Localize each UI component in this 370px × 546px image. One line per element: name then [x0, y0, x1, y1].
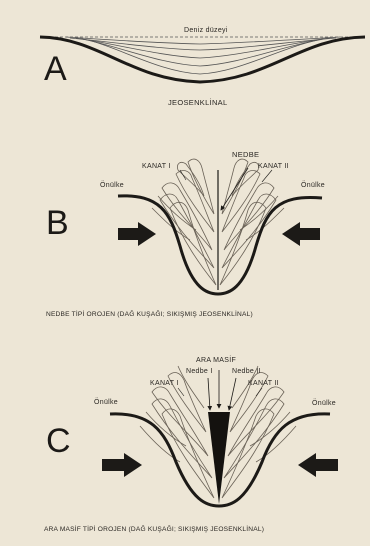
- panel-b-caption: NEDBE TİPİ OROJEN (DAĞ KUŞAĞI; SIKIŞMIŞ …: [46, 311, 253, 318]
- suture-pointer: [221, 168, 248, 210]
- compression-arrow-left-c: [102, 453, 142, 477]
- panel-b-letter: B: [46, 206, 69, 240]
- panel-a-letter: A: [44, 52, 67, 86]
- panel-c-median-mass-orogen: [102, 366, 338, 506]
- panel-c-caption: ARA MASİF TİPİ OROJEN (DAĞ KUŞAĞI; SIKIŞ…: [44, 526, 264, 533]
- panel-b-suture-orogen: [118, 159, 322, 294]
- limb-2-pointer-c: [256, 388, 262, 396]
- compression-arrow-right-c: [298, 453, 338, 477]
- suture-2-pointer: [229, 378, 236, 410]
- sediment-layer-1: [88, 40, 318, 74]
- fold-pattern-left: [152, 159, 216, 285]
- foreland-left-label-c: Önülke: [94, 399, 118, 406]
- median-mass-label: ARA MASİF: [196, 357, 236, 364]
- limb-2-label-c: KANAT II: [248, 380, 279, 387]
- panel-a-caption: JEOSENKLİNAL: [168, 98, 227, 107]
- suture-2-label: Nedbe II: [232, 368, 261, 375]
- suture-1-label: Nedbe I: [186, 368, 213, 375]
- panel-c-letter: C: [46, 424, 71, 458]
- foreland-left-label: Önülke: [100, 182, 124, 189]
- orogen-outline: [118, 196, 322, 294]
- suture-1-pointer: [208, 378, 210, 410]
- compression-arrow-right: [282, 222, 320, 246]
- foreland-right-label: Önülke: [301, 182, 325, 189]
- median-mass-wedge: [208, 412, 230, 504]
- sea-level-label: Deniz düzeyi: [184, 27, 228, 34]
- limb-1-label: KANAT I: [142, 163, 171, 170]
- limb-2-pointer: [262, 170, 272, 182]
- compression-arrow-left: [118, 222, 156, 246]
- limb-1-label-c: KANAT I: [150, 380, 179, 387]
- suture-label: NEDBE: [232, 150, 259, 159]
- limb-2-label: KANAT II: [258, 163, 289, 170]
- limb-1-pointer: [180, 170, 186, 180]
- foreland-right-label-c: Önülke: [312, 400, 336, 407]
- panel-a-geosyncline: [40, 37, 365, 82]
- fold-pattern-right: [220, 159, 284, 285]
